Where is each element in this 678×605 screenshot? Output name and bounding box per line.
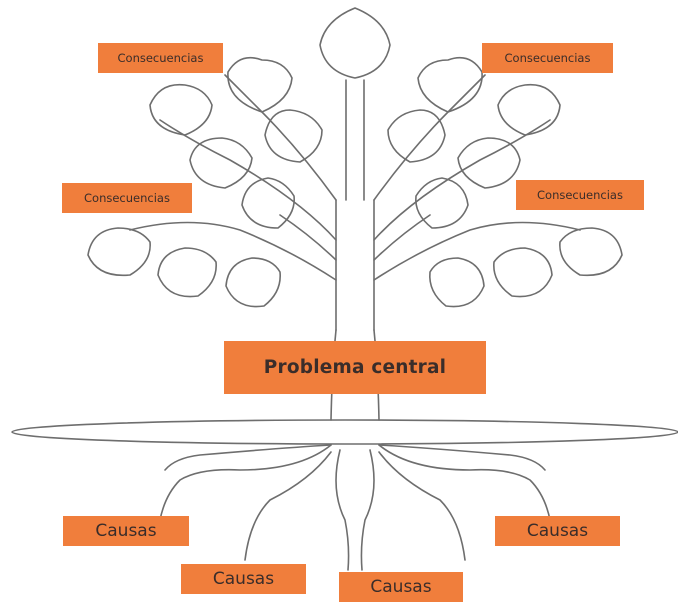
leaf [149, 83, 213, 136]
tree-trunk-top [335, 199, 375, 331]
leaf [227, 56, 293, 113]
cause-label: Causas [63, 516, 189, 546]
cause-label: Causas [495, 516, 620, 546]
branch-right-mid [373, 214, 431, 261]
leaf [493, 247, 553, 298]
branch-right-upper [373, 74, 486, 201]
leaf [264, 109, 323, 163]
leaf [87, 227, 151, 277]
ground-line [11, 419, 678, 445]
root [378, 444, 551, 521]
branch-left-mid [279, 214, 337, 261]
branch-left-upper [224, 74, 337, 201]
leaf [241, 177, 295, 229]
leaf [157, 247, 217, 298]
leaf [225, 257, 281, 308]
leaf [497, 83, 561, 136]
leaf [457, 137, 521, 189]
cause-label: Causas [339, 572, 463, 602]
consequence-label: Consecuencias [516, 180, 644, 210]
cause-label: Causas [181, 564, 306, 594]
branch-left-lower [129, 221, 337, 281]
consequence-label: Consecuencias [98, 43, 223, 73]
root [244, 451, 332, 561]
central-problem-label: Problema central [224, 341, 486, 394]
leaf [417, 56, 483, 113]
consequence-label: Consecuencias [62, 183, 192, 213]
root [159, 444, 332, 521]
root [335, 449, 350, 571]
leaf [189, 137, 253, 189]
leaf [415, 177, 469, 229]
leaf [319, 7, 391, 79]
branch-center [345, 79, 365, 201]
leaf [559, 227, 623, 277]
leaf [429, 257, 485, 308]
branch-right-lower [373, 221, 581, 281]
root [378, 451, 466, 561]
consequence-label: Consecuencias [482, 43, 613, 73]
root [360, 449, 375, 571]
root [378, 444, 546, 471]
root [164, 444, 332, 471]
leaf [387, 109, 446, 163]
